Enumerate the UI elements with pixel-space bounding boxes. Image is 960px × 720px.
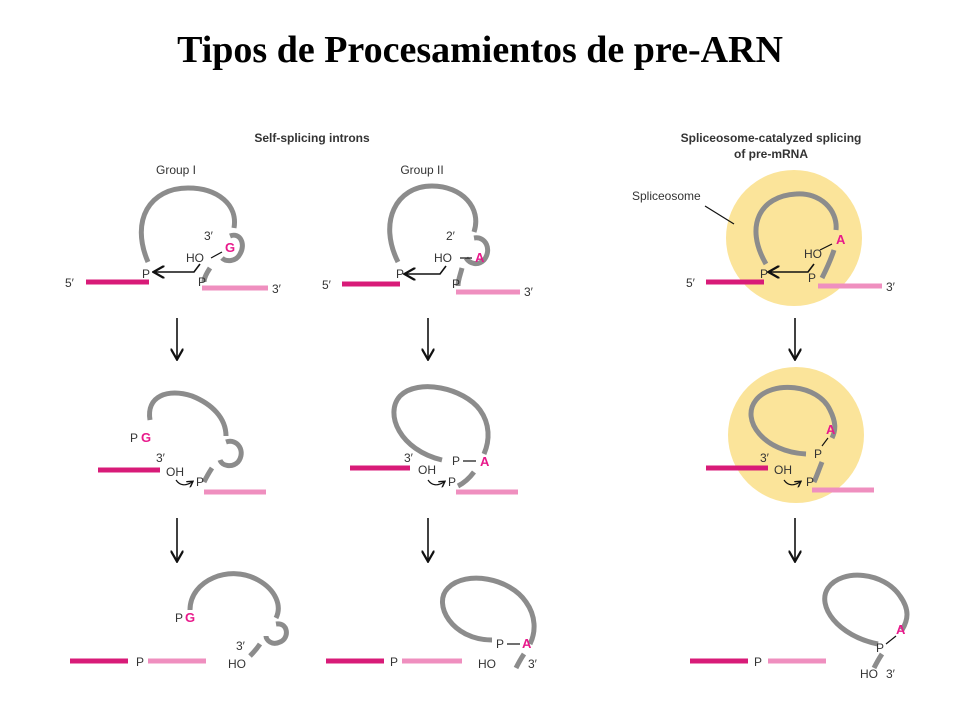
label-p: P xyxy=(390,655,398,669)
spliceosome-step2: 3′ OH P P A xyxy=(706,384,874,493)
label-three-prime: 3′ xyxy=(760,451,770,465)
label-p: P xyxy=(814,447,822,461)
label-pg-g: G xyxy=(185,610,195,625)
group1-header: Group I xyxy=(156,163,196,177)
spliceosome-step3: P P A HO 3′ xyxy=(690,572,910,681)
spliceosome-label: Spliceosome xyxy=(632,189,701,203)
label-a: A xyxy=(522,636,532,651)
label-ho: HO xyxy=(228,657,246,671)
label-oh: OH xyxy=(418,463,436,477)
group2-step2: 3′ OH P P A xyxy=(350,384,518,495)
label-three-prime: 3′ xyxy=(528,657,538,671)
label-ho: HO xyxy=(478,657,496,671)
label-a: A xyxy=(826,422,836,437)
spliceosome-pointer xyxy=(704,205,735,225)
label-p: P xyxy=(396,267,404,281)
label-pg-p: P xyxy=(130,431,138,445)
label-five-prime: 5′ xyxy=(686,276,696,290)
label-pg-g: G xyxy=(141,430,151,445)
label-p: P xyxy=(496,637,504,651)
label-three-prime: 3′ xyxy=(236,639,246,653)
label-ho: HO xyxy=(860,667,878,681)
label-p: P xyxy=(876,641,884,655)
label-p: P xyxy=(754,655,762,669)
label-oh: OH xyxy=(774,463,792,477)
label-oh: OH xyxy=(166,465,184,479)
label-three-prime: 3′ xyxy=(886,280,896,294)
label-p: P xyxy=(448,475,456,489)
spliceosome-header-line1: Spliceosome-catalyzed splicing xyxy=(681,131,862,145)
label-p: P xyxy=(760,267,768,281)
group2-step1: 5′ 3′ P P 2′ HO A xyxy=(322,183,534,299)
label-a: A xyxy=(480,454,490,469)
label-a: A xyxy=(896,622,906,637)
label-p: P xyxy=(808,271,816,285)
label-three-prime: 3′ xyxy=(204,229,214,243)
label-p: P xyxy=(452,277,460,291)
label-five-prime: 5′ xyxy=(322,278,332,292)
label-three-prime: 3′ xyxy=(272,282,282,296)
label-p: P xyxy=(806,475,814,489)
self-splicing-header: Self-splicing introns xyxy=(254,131,370,145)
label-p: P xyxy=(142,267,150,281)
label-three-prime: 3′ xyxy=(886,667,896,681)
page-title: Tipos de Procesamientos de pre-ARN xyxy=(177,29,783,71)
label-p: P xyxy=(136,655,144,669)
label-p: P xyxy=(196,475,204,489)
label-ho: HO xyxy=(186,251,204,265)
group2-header: Group II xyxy=(400,163,443,177)
label-a: A xyxy=(836,232,846,247)
spliceosome-step1: 5′ 3′ P P HO A xyxy=(686,191,896,294)
group1-step1: 5′ 3′ P P 3′ HO G xyxy=(65,185,282,296)
label-ho: HO xyxy=(434,251,452,265)
group2-step3: P P A HO 3′ xyxy=(326,575,538,671)
label-three-prime: 3′ xyxy=(404,451,414,465)
label-three-prime: 3′ xyxy=(524,285,534,299)
label-ho: HO xyxy=(804,247,822,261)
group1-step3: P P G 3′ HO xyxy=(70,571,289,671)
label-two-prime: 2′ xyxy=(446,229,456,243)
label-pg-p: P xyxy=(175,611,183,625)
group1-step2: P G 3′ OH P xyxy=(98,390,266,495)
label-five-prime: 5′ xyxy=(65,276,75,290)
label-a: A xyxy=(475,250,485,265)
label-p: P xyxy=(452,454,460,468)
label-g: G xyxy=(225,240,235,255)
label-p: P xyxy=(198,275,206,289)
spliceosome-header-line2: of pre-mRNA xyxy=(734,147,808,161)
label-three-prime: 3′ xyxy=(156,451,166,465)
